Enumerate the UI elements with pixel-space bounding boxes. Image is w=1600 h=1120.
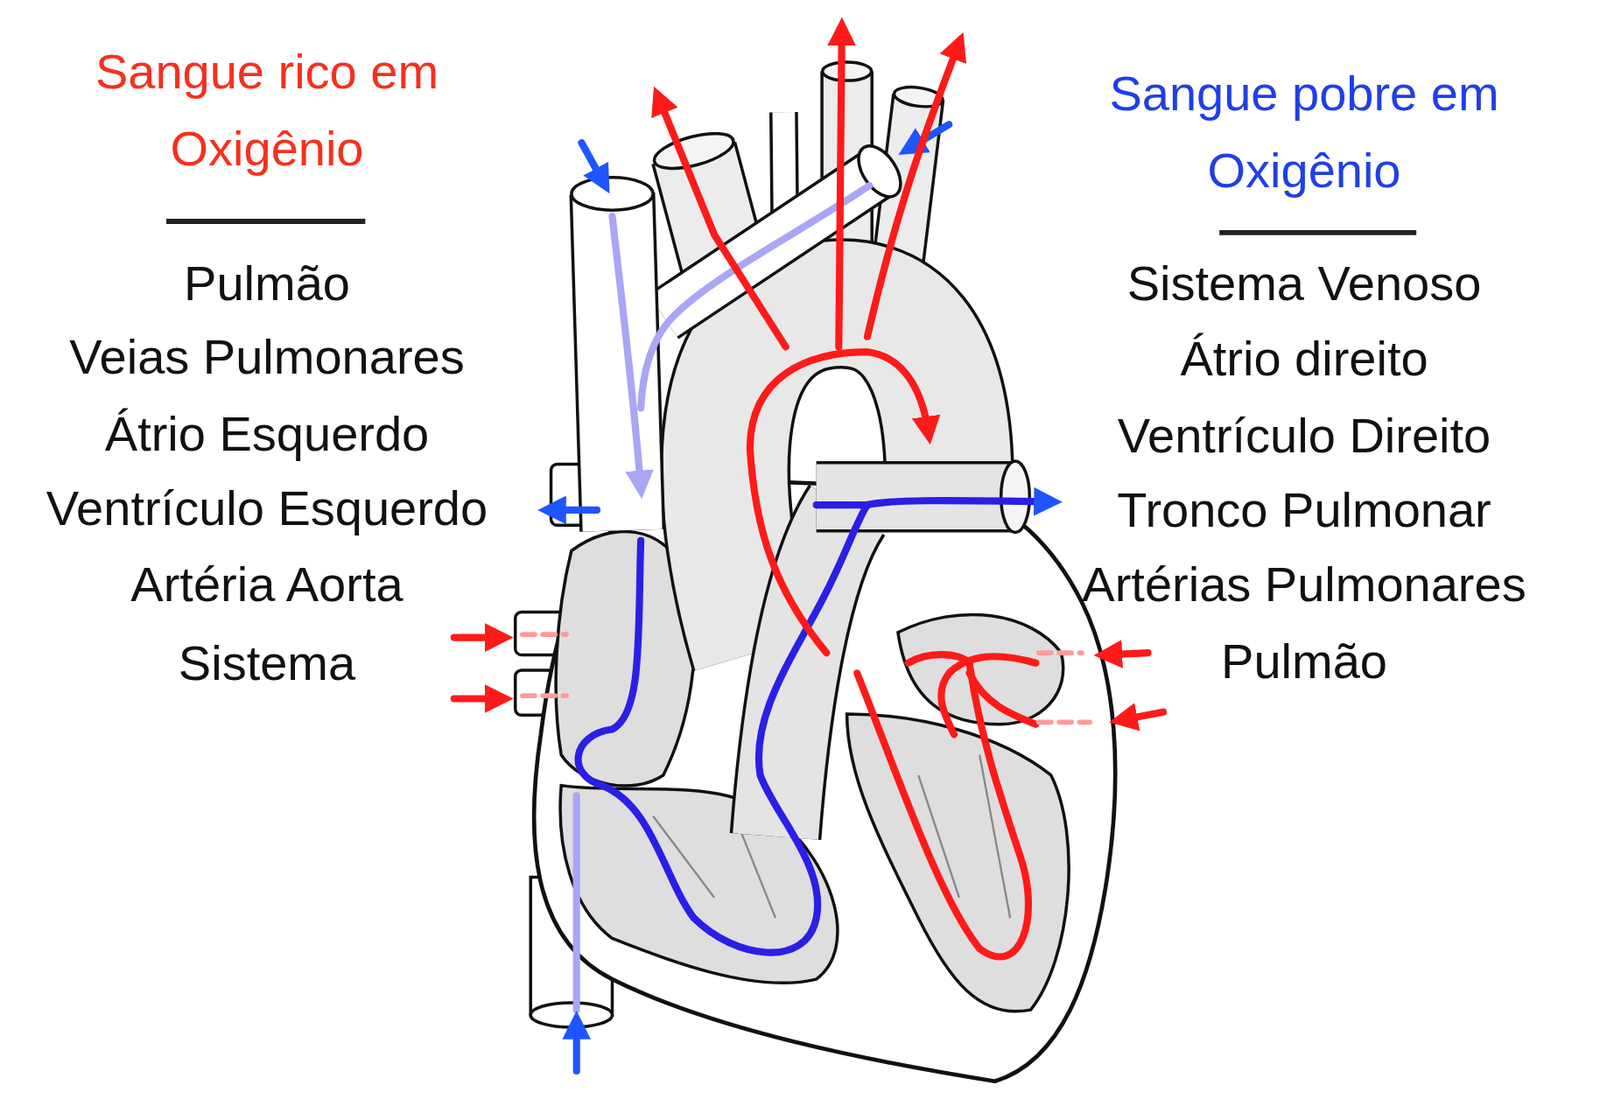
flow-step: Ventrículo Esquerdo [4,473,530,544]
flow-step: Átrio direito [1045,323,1563,394]
separator-line [166,218,365,225]
deoxygenated-flow [548,506,597,514]
flow-step: Veias Pulmonares [4,322,530,393]
great-vessels [822,62,872,81]
heading-text: Sangue rico em Oxigênio [78,33,456,188]
flow-step: Pulmão [4,248,530,319]
flow-step: Artéria Aorta [4,549,530,620]
heart-body [533,479,1116,1082]
deoxygenated-flow [611,216,641,488]
heading-text: Sangue pobre em Oxigênio [1089,55,1519,210]
oxygenated-flow [1120,712,1164,721]
inferior-vena-cava [530,1003,612,1028]
separator-line [1219,230,1417,236]
oxygenated-flow [908,654,970,664]
flow-step: Pulmão [1045,626,1563,697]
heart-body [847,714,1069,1012]
oxygenated-flow [522,634,1090,723]
oxygenated-flow [750,351,929,653]
flow-step: Átrio Esquerdo [4,399,530,470]
oxygenated-flow [969,673,1037,724]
flow-step: Artérias Pulmonares [1045,549,1563,620]
deoxygenated-flow [867,500,1052,506]
heart-body [652,755,1011,920]
deoxygenated-flow [573,1022,581,1072]
oxygenated-flow [940,656,1036,735]
oxygenated-flow [454,28,1164,958]
pulmonary-trunk [816,463,1016,530]
pulmonary-trunk [816,461,1016,534]
pulmonary-trunk [1001,461,1031,534]
oxygenated-flow [867,42,960,337]
deoxygenated-flow [578,505,868,954]
deoxygenated-flow [573,795,581,1011]
deoxygenated-flow [816,501,868,509]
flow-step: Sistema Venoso [1045,248,1563,319]
oxygenated-flow [454,694,503,702]
oxygenated-flow [838,28,842,348]
oxygenated-flow [658,97,786,348]
pulmonary-trunk [775,461,1030,837]
heart-body [533,479,1116,1082]
flow-step: Sistema [4,628,530,699]
oxygenated-flow [1105,652,1149,655]
superior-vena-cava [571,138,910,531]
deoxygenated-flow [548,124,1052,1072]
superior-vena-cava [571,177,653,211]
deoxygenated-flow [582,142,605,184]
oxygenated-flow [454,634,503,642]
flow-step: Tronco Pulmonar [1045,475,1563,546]
flow-step: Ventrículo Direito [1045,400,1563,471]
great-vessels [650,126,737,176]
